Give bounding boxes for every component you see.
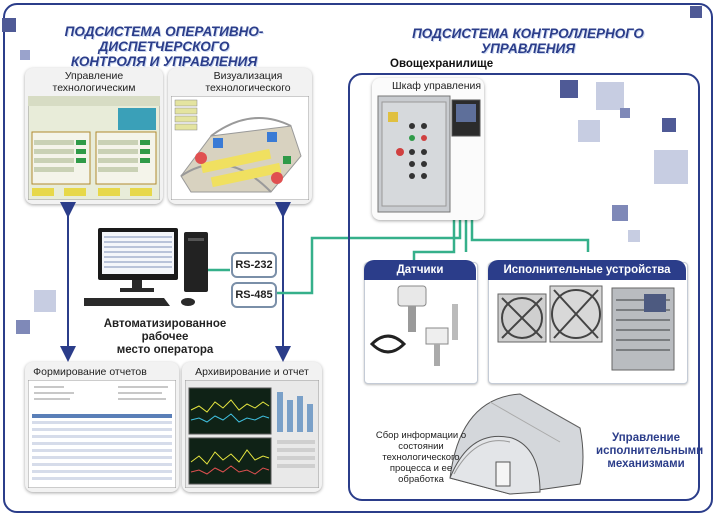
- decor-square: [2, 18, 16, 32]
- collect-caption: Сбор информации о состоянии технологичес…: [375, 430, 467, 485]
- decor-square: [596, 82, 624, 110]
- reports-screenshot: [28, 380, 176, 488]
- rs232-interface: RS-232: [231, 252, 277, 278]
- right-subsystem-title: ПОДСИСТЕМА КОНТРОЛЛЕРНОГО УПРАВЛЕНИЯ: [412, 26, 644, 56]
- workstation-label: Автоматизированное рабочее место операто…: [103, 318, 227, 356]
- decor-square: [662, 118, 676, 132]
- actuators-header: Исполнительные устройства: [488, 260, 686, 280]
- outer-frame: [3, 3, 713, 513]
- left-title-line2: КОНТРОЛЯ И УПРАВЛЕНИЯ: [70, 54, 258, 69]
- rs485-interface: RS-485: [231, 282, 277, 308]
- decor-square: [690, 6, 702, 18]
- sensors-image: [369, 285, 458, 366]
- actuators-image: [497, 285, 675, 371]
- decor-square: [560, 80, 578, 98]
- computer-icon: [84, 228, 208, 306]
- decor-square: [34, 290, 56, 312]
- left-subsystem-title: ПОДСИСТЕМА ОПЕРАТИВНО-ДИСПЕТЧЕРСКОГО КОН…: [14, 24, 314, 69]
- left-title-line1: ПОДСИСТЕМА ОПЕРАТИВНО-ДИСПЕТЧЕРСКОГО: [64, 24, 264, 54]
- decor-square: [20, 50, 30, 60]
- cabinet-label: Шкаф управления: [392, 80, 482, 92]
- decor-square: [612, 205, 628, 221]
- decor-square: [16, 320, 30, 334]
- process-control-screenshot: [28, 96, 160, 200]
- storage-frame: [348, 73, 700, 501]
- mechanisms-caption: Управление исполнительными механизмами: [596, 432, 704, 470]
- decor-square: [628, 230, 640, 242]
- control-cabinet: [377, 95, 481, 213]
- sensors-header: Датчики: [364, 260, 476, 280]
- archive-screenshot: [185, 380, 319, 488]
- sensors-panel: [364, 262, 478, 384]
- decor-square: [654, 150, 688, 184]
- storage-hangar: [449, 393, 584, 495]
- reports-label: Формирование отчетов: [33, 366, 147, 378]
- storage-label: Овощехранилище: [386, 58, 498, 70]
- decor-square: [620, 108, 630, 118]
- decor-square: [578, 120, 600, 142]
- visualization-screenshot: [171, 96, 309, 200]
